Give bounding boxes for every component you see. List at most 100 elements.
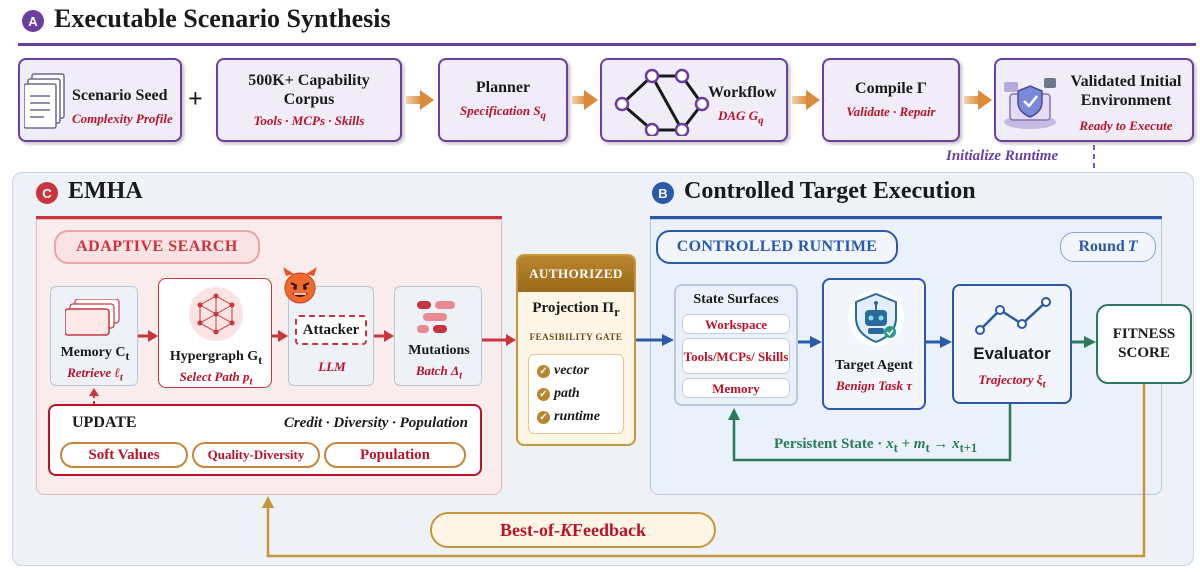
section-c-badge: C [36,182,58,204]
mutations-box: Mutations Batch Δt [394,286,482,386]
mutations-sub: Batch Δt [395,363,483,382]
hypergraph-title: Hypergraph Gt [159,349,273,367]
arrow-evaluator-fitness [1072,336,1096,348]
planner-sub-text: Specification [460,102,534,118]
section-a-badge: A [22,10,44,32]
attacker-sub: LLM [318,359,346,374]
planner-title: Planner [475,78,531,96]
target-agent-title: Target Agent [835,358,913,373]
persistent-i2: t [925,441,930,455]
planner-sub-idx: q [540,109,546,122]
population-chip: Population [324,442,466,468]
validated-sub: Ready to Execute [1079,118,1173,133]
feedback-sym: K [559,519,572,540]
hypergraph-sub: Select Path pt [159,369,273,388]
memory-sub-text: Retrieve [67,365,115,380]
workflow-box: Workflow DAG Gq [600,58,788,142]
adaptive-search-label: ADAPTIVE SEARCH [54,230,260,264]
hypergraph-title-text: Hypergraph G [169,349,259,364]
secure-server-icon [1004,78,1056,129]
round-text: Round [1078,238,1125,255]
section-a-title: Executable Scenario Synthesis [54,4,391,33]
init-runtime-label: Initialize Runtime [946,148,1059,164]
arrow-update-memory [89,388,99,404]
check-runtime-label: runtime [554,409,600,424]
arrow-planner-workflow [572,90,598,110]
arrow-compile-validated [964,90,992,110]
mutations-sub-sym: Δ [450,363,460,378]
compile-sub: Validate · Repair [846,104,936,119]
arrow-gate-state [636,334,674,346]
section-a-divider [18,43,1196,46]
arrow-corpus-planner [406,90,434,110]
corpus-sub: Tools · MCPs · Skills [253,113,365,128]
mutations-sub-text: Batch [415,363,451,378]
check-path-label: path [554,386,580,401]
feedback-text-1: Best-of- [500,519,560,540]
evaluator-sub-text: Trajectory [978,372,1037,387]
check-vector: ✓vector [537,363,589,379]
target-agent-sub: Benign Task τ [835,378,913,393]
capability-corpus-box: 500K+ Capability Corpus Tools · MCPs · S… [216,58,402,142]
authorized-gate: AUTHORIZED Projection Πr FEASIBILITY GAT… [516,254,636,446]
hypergraph-sub-sym: p [243,369,250,384]
surface-tools: Tools/MCPs/ Skills [682,338,790,374]
plus-sign: + [188,84,203,113]
emha-arrows [89,330,394,404]
hypergraph-icon [189,287,243,341]
arrow-persistent-state [728,404,1012,462]
planner-box: Planner Specification Sq [438,58,568,142]
arrow-hypergraph-attacker [272,330,288,342]
evaluator-title: Evaluator [973,344,1051,363]
feedback-text-2: Feedback [572,519,646,540]
planner-sub-sym: S [533,102,541,118]
update-title: UPDATE [72,414,137,431]
hypergraph-sub-text: Select Path [179,369,244,384]
persistent-i3: t+1 [959,441,978,455]
section-b-badge: B [652,182,674,204]
evaluator-sub: Trajectory ξt [954,372,1070,391]
check-runtime-icon: ✓ [537,411,550,424]
section-b-divider [650,216,1162,219]
check-vector-icon: ✓ [537,365,550,378]
hypergraph-title-idx: t [258,353,263,367]
projection-idx: r [614,305,620,319]
workflow-sub-text: DAG [718,108,749,123]
workflow-sub: DAG Gq [718,108,764,127]
soft-values-chip: Soft Values [60,442,188,468]
authorized-header: AUTHORIZED [518,256,634,292]
persistent-i1: t [893,441,898,455]
dag-graph-icon [614,68,710,136]
section-b-title: Controlled Target Execution [684,178,976,204]
persistent-text: Persistent State · [774,436,887,452]
arrow-memory-hypergraph [138,330,158,342]
section-c-title: EMHA [68,178,143,204]
arrow-state-agent [798,336,822,348]
state-surfaces-box: State Surfaces Workspace Tools/MCPs/ Ski… [674,284,798,406]
round-sym: T [1127,238,1138,255]
persistent-x2: → x [929,436,960,452]
robot-shield-icon [848,290,904,346]
check-path-icon: ✓ [537,388,550,401]
state-surfaces-title: State Surfaces [693,292,779,307]
compile-box: Compile Γ Validate · Repair [822,58,960,142]
validated-environment-box: Validated Initial Environment Ready to E… [994,58,1194,142]
persistent-state-label: Persistent State · xt + mt → xt+1 [774,436,977,456]
trend-line-icon [975,297,1051,335]
quality-diversity-chip: Quality-Diversity [192,442,320,468]
memory-title-text: Memory C [60,345,126,360]
evaluator-sub-sym: ξ [1036,372,1043,387]
surface-workspace: Workspace [682,314,790,334]
memory-sub-sym: ℓ [114,365,120,380]
fitness-score-box: FITNESS SCORE [1096,304,1192,384]
projection-text: Projection Π [532,300,615,316]
attacker-box: Attacker LLM [288,286,374,386]
mutations-sub-idx: t [459,369,463,382]
mutation-blocks-icon [417,301,455,333]
corpus-title: 500K+ Capability Corpus [248,72,370,108]
memory-cards-icon [65,299,120,336]
document-stack-icon [24,73,65,129]
scenario-seed-box: Scenario Seed Complexity Profile [18,58,182,142]
projection-label: Projection Πr [518,300,634,320]
